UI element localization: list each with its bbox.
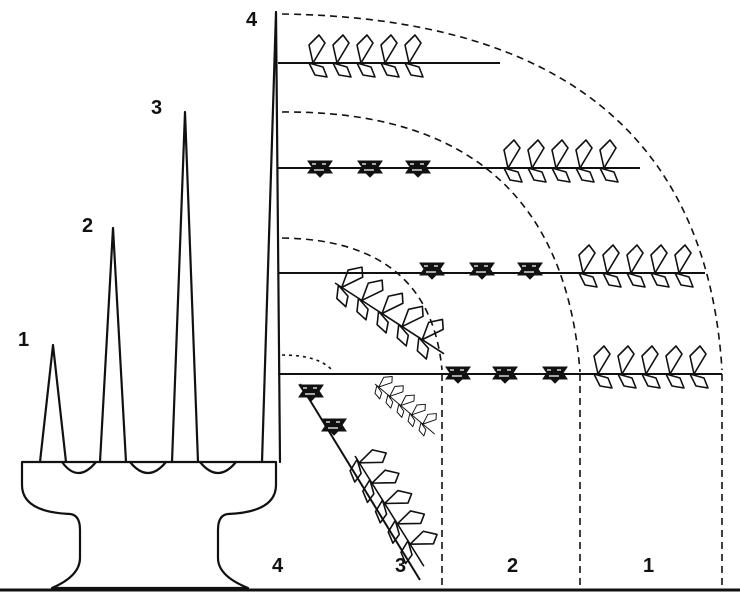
bud-diagonal-a	[298, 384, 324, 402]
bud-row4-b	[492, 366, 518, 384]
frond-top-row	[304, 34, 436, 78]
spike-4-stem	[260, 10, 282, 464]
growth-arc-second	[281, 111, 581, 373]
bud-row2-c	[405, 160, 431, 178]
spike-3	[170, 110, 200, 464]
zone-label-2: 2	[507, 555, 518, 577]
bud-row4-a	[445, 366, 471, 384]
growth-arc-outer	[281, 13, 723, 371]
frond-bottom-diagonal	[342, 440, 449, 575]
zone-label-4: 4	[272, 555, 284, 577]
zone-label-1: 1	[643, 555, 654, 577]
spike-label-2: 2	[82, 215, 93, 237]
spike-1	[38, 343, 68, 464]
frond-row2	[499, 139, 631, 183]
branch-diagonal-bottom	[299, 383, 421, 581]
bud-row3-b	[469, 262, 495, 280]
spike-label-4: 4	[246, 9, 258, 31]
growth-arc-third	[281, 237, 443, 371]
spike-2	[98, 226, 128, 464]
bud-row2-b	[357, 160, 383, 178]
bud-row3-c	[517, 262, 543, 280]
frond-row3	[574, 244, 706, 288]
bud-diagonal-b	[321, 418, 347, 436]
bud-row4-c	[542, 366, 568, 384]
frond-row4	[589, 345, 721, 389]
bud-row2-a	[307, 160, 333, 178]
pot-notches	[60, 460, 238, 475]
frond-bottom-small	[369, 370, 447, 442]
pot-base	[20, 460, 278, 590]
spike-label-1: 1	[18, 329, 29, 351]
growth-arc-inner	[281, 354, 333, 371]
bud-row3-a	[419, 262, 445, 280]
spike-label-3: 3	[151, 97, 162, 119]
zone-label-3: 3	[395, 555, 406, 577]
